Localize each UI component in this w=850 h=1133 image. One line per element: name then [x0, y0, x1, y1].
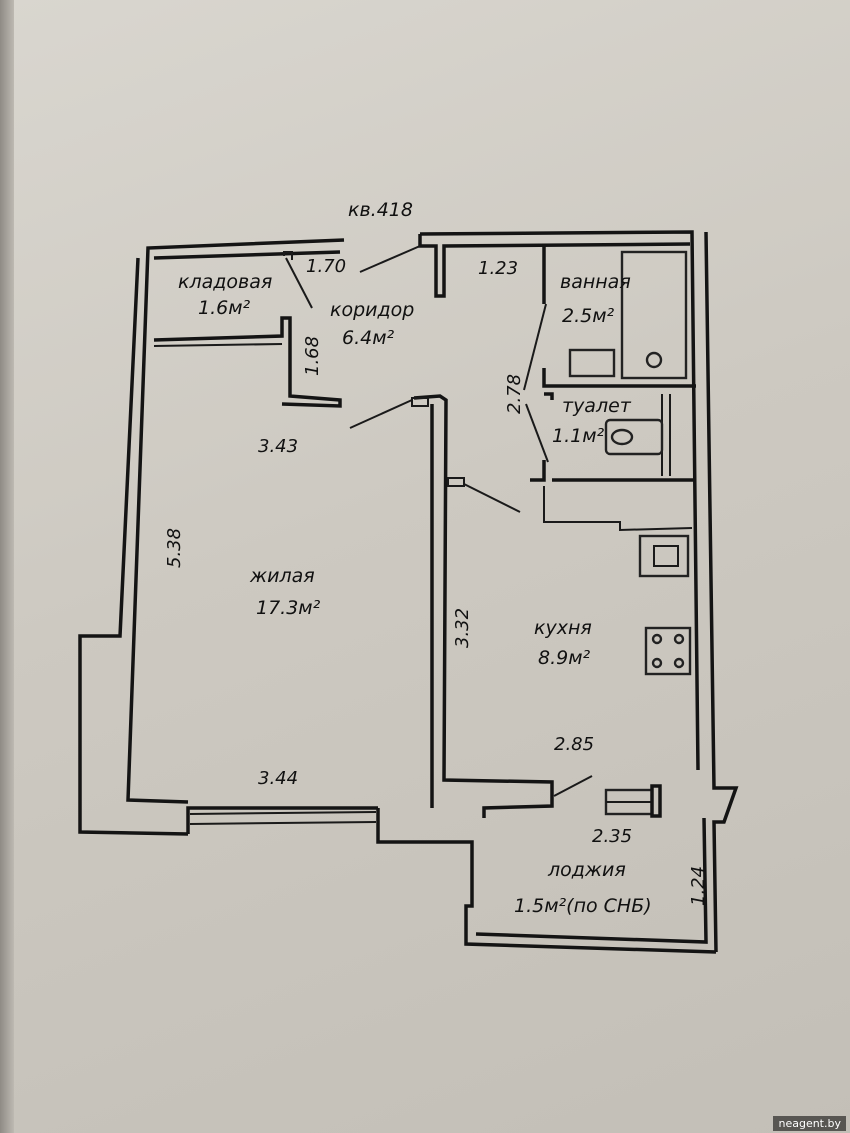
dim-living-bottom: 3.44	[258, 768, 298, 789]
living-window	[189, 811, 377, 825]
watermark: neagent.by	[773, 1116, 846, 1131]
loggia-name: лоджия	[547, 859, 626, 881]
outer-walls	[78, 230, 739, 954]
dim-bath-width: 1.23	[478, 258, 518, 279]
toilet-fixture	[604, 418, 664, 456]
dim-loggia-depth: 1.24	[688, 866, 709, 906]
loggia-door	[553, 775, 662, 818]
toilet-name: туалет	[562, 395, 632, 417]
corridor-area: 6.4м²	[342, 327, 395, 349]
corridor-name: коридор	[330, 299, 414, 321]
kitchen-sink	[638, 534, 690, 578]
stove	[644, 626, 692, 676]
kitchen-area: 8.9м²	[538, 647, 591, 669]
toilet-area: 1.1м²	[552, 425, 605, 447]
dim-living-height: 5.38	[164, 528, 185, 568]
leader-lines	[285, 245, 549, 463]
apartment-number: кв.418	[348, 199, 413, 221]
dim-loggia-width: 2.35	[592, 826, 632, 847]
bathtub	[620, 250, 688, 380]
living-area: 17.3м²	[256, 597, 321, 619]
storage-name: кладовая	[178, 271, 272, 293]
living-name: жилая	[249, 565, 315, 587]
bath-sink	[568, 348, 616, 378]
storage-partition	[153, 251, 342, 408]
bathroom-name: ванная	[560, 271, 631, 293]
storage-area: 1.6м²	[198, 297, 251, 319]
paper-shadow	[0, 0, 14, 1133]
dim-kitchen-height: 3.32	[452, 608, 473, 648]
dim-storage-depth: 1.68	[302, 336, 323, 376]
kitchen-name: кухня	[534, 617, 592, 639]
loggia-area: 1.5м²(по СНБ)	[514, 895, 652, 917]
dim-kitchen-width: 2.85	[554, 734, 594, 755]
bathroom-area: 2.5м²	[562, 305, 615, 327]
dim-living-top: 3.43	[258, 436, 298, 457]
dim-storage-width: 1.70	[306, 256, 346, 277]
living-kitchen-wall	[349, 394, 554, 818]
dim-bath-depth: 2.78	[504, 374, 525, 414]
